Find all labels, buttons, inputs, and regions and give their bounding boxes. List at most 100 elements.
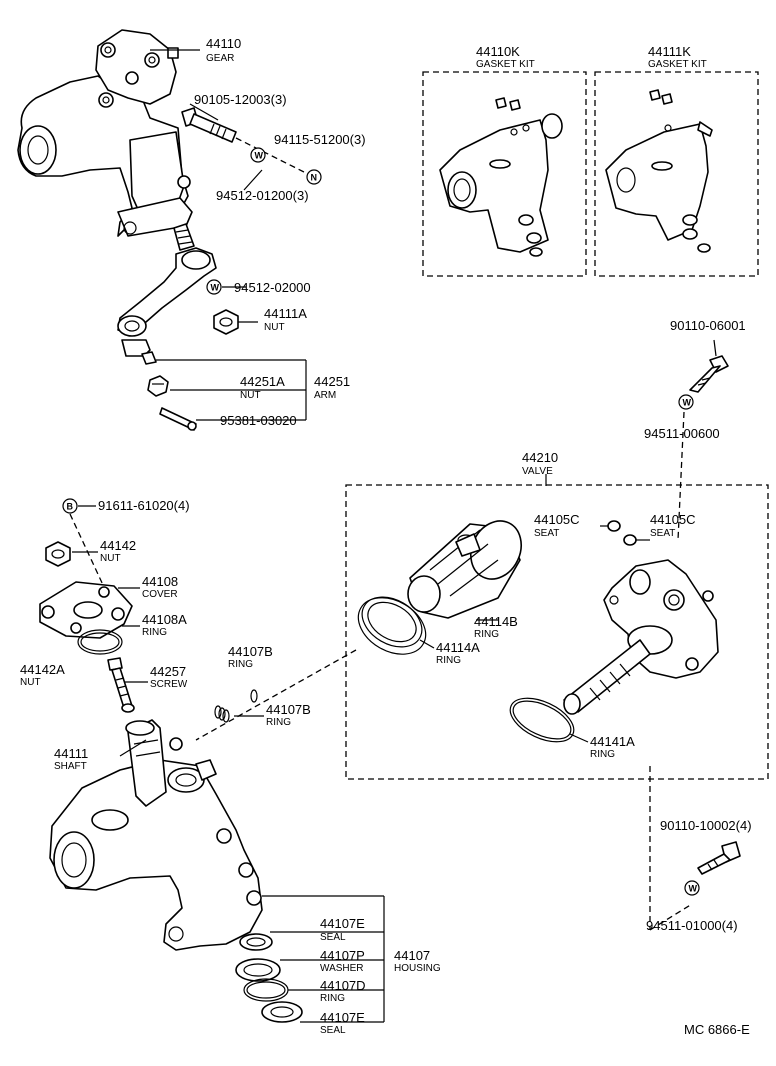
label-washer2: 94512-02000 [234,280,311,295]
ring-44114a-drawing [357,597,427,655]
gasket-kit-44110k-drawing [439,97,563,257]
label-washer-44107p-desc: WASHER [320,963,364,974]
nut-44142-drawing [45,541,71,567]
label-ring-44141a-desc: RING [590,749,615,760]
label-ring-44114a-num: 44114A [436,640,480,655]
label-nut1: 94115-51200(3) [274,132,366,147]
label-pin: 95381-03020 [220,413,297,428]
cotter-pin-95381-drawing [159,407,197,431]
label-washer4: 94511-01000(4) [646,918,738,933]
bolt-90110-06001-drawing [689,355,729,393]
label-ring-44107d-desc: RING [320,993,345,1004]
label-seat1-num: 44105C [534,512,580,527]
label-seat1-desc: SEAT [534,528,559,539]
gear-assembly-drawing [17,29,195,251]
label-gasket-kit-k-desc: GASKET KIT [476,59,535,70]
label-gasket-kit-k-num: 44110K [476,44,520,59]
ring-44108a-drawing [77,629,123,655]
b-washer-symbol-text: B [67,502,74,512]
label-ring-44107b-2-num: 44107B [266,702,311,717]
label-seal2-desc: SEAL [320,1025,346,1036]
pitman-arm-drawing [117,247,217,365]
label-nut-44251a-num: 44251A [240,374,285,389]
bolt-90110-10002-drawing [697,841,741,875]
label-arm-desc: ARM [314,390,336,401]
nut-44251a-drawing [147,375,169,397]
washer-symbol-w1 [250,147,266,163]
washer-symbol-w4-text: W [689,884,698,894]
label-screw-desc: SCREW [150,679,188,690]
cover-44108-drawing [39,581,133,639]
label-washer-44107p-num: 44107P [320,948,365,963]
label-ring-44114b-desc: RING [474,629,499,640]
washer-symbol-w3-text: W [683,398,692,408]
housing-44107-drawing [49,719,263,951]
label-bolt2: 90110-06001 [670,318,746,333]
label-gasket-kit-k2-desc: GASKET KIT [648,59,707,70]
label-cover-desc: COVER [142,589,178,600]
label-ring-44108a-num: 44108A [142,612,187,627]
ring-44141a-drawing [509,697,575,743]
screw-44257-drawing [107,657,135,713]
label-bolt3: 90110-10002(4) [660,818,752,833]
bolt-90105-drawing [181,107,237,143]
nut-44111a-drawing [213,309,239,335]
gasket-kit-44111k-box [594,71,759,277]
label-seal1-desc: SEAL [320,932,346,943]
label-bolt1: 90105-12003(3) [194,92,287,107]
label-valve-num: 44210 [522,450,558,465]
label-nut-44251a-desc: NUT [240,390,261,401]
label-shaft-num: 44111 [54,746,88,761]
footer-code: MC 6866-E [684,1022,750,1037]
label-nut-44142-num: 44142 [100,538,136,553]
nut-symbol-n1-text: N [311,173,318,183]
label-seal2-num: 44107E [320,1010,365,1025]
label-gear-desc: GEAR [206,53,234,64]
label-washer3: 94511-00600 [644,426,720,441]
label-ring-44107d-num: 44107D [320,978,366,993]
nut-symbol-n1 [306,169,322,185]
ring-44107b-small-drawing [250,689,258,703]
label-ring-44114b-num: 44114B [474,614,518,629]
label-shaft-desc: SHAFT [54,761,87,772]
washer-symbol-w2 [206,279,222,295]
seal-44107e-lower-drawing [261,1001,303,1023]
label-housing-desc: HOUSING [394,963,441,974]
washer-symbol-w2-text: W [211,283,220,293]
label-arm-num: 44251 [314,374,350,389]
label-ring-44107b-1-num: 44107B [228,644,273,659]
label-housing-num: 44107 [394,948,430,963]
label-ring-44107b-2-desc: RING [266,717,291,728]
ring-44107b-coil-drawing [214,705,230,723]
seal-44107e-upper-drawing [239,933,273,951]
washer-symbol-w1-text: W [255,151,264,161]
label-washer1: 94512-01200(3) [216,188,309,203]
label-ring-44114a-desc: RING [436,655,461,666]
label-ring-44141a-num: 44141A [590,734,635,749]
label-seal1-num: 44107E [320,916,365,931]
valve-body-drawing [563,559,719,715]
valve-44210-box [345,484,769,780]
label-b-washer: 91611-61020(4) [98,498,190,513]
label-gear-num: 44110 [206,36,241,51]
seat-44105c-drawing [607,520,637,546]
label-valve-desc: VALVE [522,466,553,477]
washer-symbol-w4 [684,880,700,896]
label-nut-44111a-num: 44111A [264,306,307,321]
label-nut-44142-desc: NUT [100,553,121,564]
valve-sleeve-drawing [407,520,522,619]
label-seat2-num: 44105C [650,512,696,527]
label-ring-44107b-1-desc: RING [228,659,253,670]
washer-symbol-w3 [678,394,694,410]
gasket-kit-44110k-box [422,71,587,277]
washer-44107p-drawing [235,958,281,982]
label-gasket-kit-k2-num: 44111K [648,44,691,59]
label-nut-44111a-desc: NUT [264,322,285,333]
label-nut-44142a-num: 44142A [20,662,65,677]
label-nut-44142a-desc: NUT [20,677,41,688]
label-seat2-desc: SEAT [650,528,675,539]
label-cover-num: 44108 [142,574,178,589]
label-ring-44108a-desc: RING [142,627,167,638]
b-washer-symbol [62,498,78,514]
